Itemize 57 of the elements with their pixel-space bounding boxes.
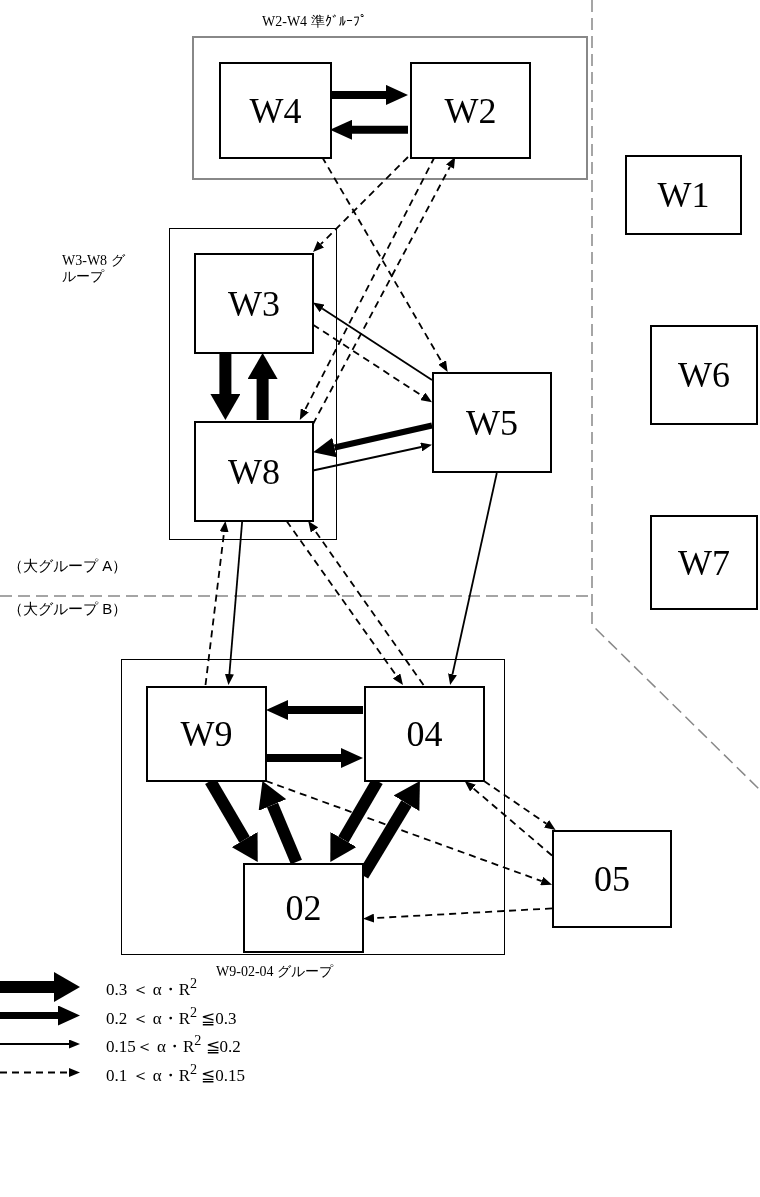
arrow [312,157,456,425]
arrow [312,442,432,472]
arrow [313,302,433,381]
node-label: 05 [594,861,630,897]
group-label: W2-W4 準ｸﾞﾙｰﾌﾟ [262,14,367,31]
arrow [363,907,553,923]
process-box [364,686,485,782]
legend-text: 0.3 ＜ α・R$^{2}$ [106,975,198,1001]
process-box [243,863,364,953]
node-label: W2 [444,92,497,129]
node-label: 04 [406,716,443,752]
arrow [299,156,436,420]
group-caption: （大グループ B） [8,600,128,619]
legend-text: 0.1 ＜ α・R$^{2}$ ≦0.15 [106,1060,246,1087]
arrow [285,520,403,685]
arrow [204,521,229,686]
arrow [308,521,425,686]
node-label: W6 [678,357,730,393]
process-box [432,372,552,473]
group-label: W9-02-04 グループ [216,964,334,981]
group-label: W3-W8 グループ [62,253,126,286]
arrow [313,422,433,458]
arrow [330,84,408,105]
arrow [483,780,556,830]
arrow [312,323,432,403]
node-label: W9 [180,716,233,752]
arrow [224,520,244,685]
legend-text: 0.15＜ α・R$^{2}$ ≦0.2 [106,1032,241,1058]
arrow [258,781,302,865]
process-box [650,325,758,425]
process-box [650,515,758,610]
arrow [266,748,363,768]
node-label: W5 [466,404,518,441]
process-box [625,155,742,235]
arrow [265,780,553,886]
arrow [313,156,409,252]
arrow [247,353,278,420]
group-caption: （大グループ A） [8,557,128,576]
process-box [219,62,332,159]
node-label: W8 [228,453,280,490]
arrow [321,156,448,372]
process-box [552,830,672,928]
arrow [266,700,363,720]
arrow [330,119,408,140]
process-box [194,421,314,522]
node-label: W7 [678,544,730,581]
node-label: 02 [285,890,322,926]
arrow [448,472,498,686]
arrow [210,353,241,420]
process-box [146,686,267,782]
process-box [410,62,531,159]
arrow [464,780,553,857]
process-box [194,253,314,354]
node-label: W1 [657,177,710,213]
node-label: W3 [228,285,280,322]
legend-text: 0.2 ＜ α・R$^{2}$ ≦0.3 [106,1003,237,1030]
node-label: W4 [249,92,302,129]
